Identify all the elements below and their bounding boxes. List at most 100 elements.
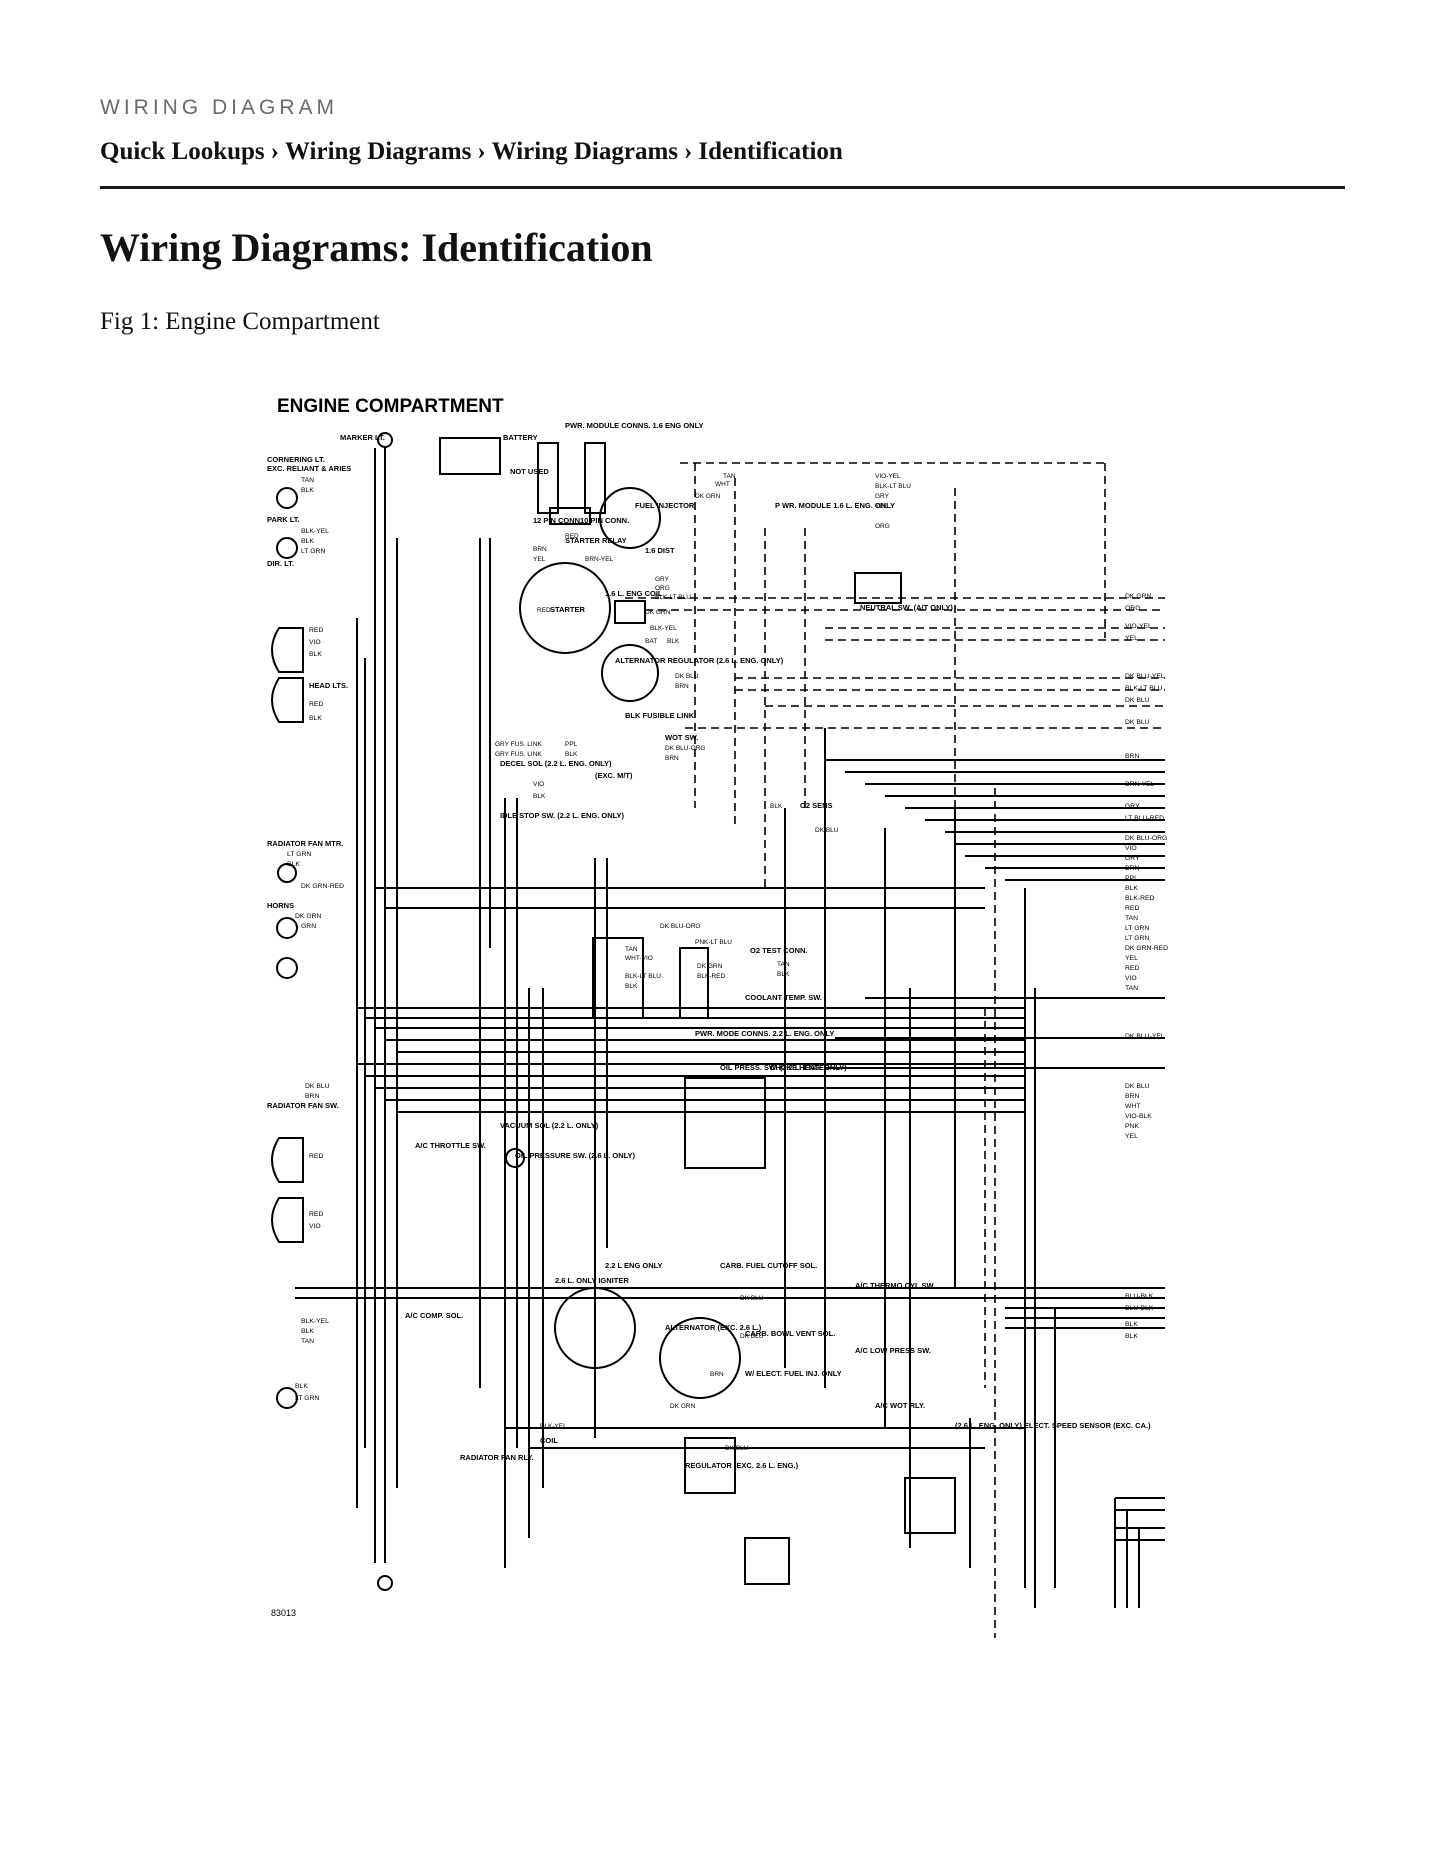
- label-fuel-injector: FUEL INJECTOR: [635, 501, 695, 510]
- label-head-lts: HEAD LTS.: [309, 681, 348, 690]
- wire-label: BLK: [309, 715, 322, 722]
- wire-label: DK BLU-ORG: [660, 923, 700, 930]
- misc-wire-labels: RED BRN YEL BRN-YEL RED GRY ORG BLK-LT B…: [495, 473, 911, 1452]
- wire-label: BRN: [1125, 865, 1139, 872]
- wire-label: BLK-YEL: [540, 1423, 567, 1430]
- wire-label: BRN: [710, 1371, 724, 1378]
- figure-caption: Fig 1: Engine Compartment: [100, 308, 380, 335]
- wire-label: DK BLU-ORG: [1125, 835, 1167, 842]
- section-label: WIRING DIAGRAM: [100, 96, 338, 119]
- breadcrumb-item-identification: Identification: [698, 138, 843, 165]
- wire-label: RED: [309, 1211, 323, 1218]
- diagram-heading: ENGINE COMPARTMENT: [277, 396, 504, 417]
- wire-label: RED: [1125, 905, 1139, 912]
- wire-label: BRN: [533, 546, 547, 553]
- wire-label: GRN: [301, 923, 316, 930]
- label-battery: BATTERY: [503, 433, 538, 442]
- breadcrumb-item-wiring-diagrams[interactable]: Wiring Diagrams: [285, 138, 472, 165]
- wire-label: ORG: [1125, 605, 1140, 612]
- breadcrumb-separator: ›: [684, 138, 693, 165]
- wire-label: BLK: [667, 638, 680, 645]
- label-regulator-exc: REGULATOR (EXC. 2.6 L. ENG.): [685, 1461, 799, 1470]
- wire-label: BLK: [301, 487, 314, 494]
- wire-label: YEL: [533, 556, 546, 563]
- wire-label: BLK-YEL: [301, 528, 329, 535]
- label-starter: STARTER: [550, 605, 585, 614]
- label-neutral-sw: NEUTRAL SW. (A/T ONLY): [860, 603, 953, 612]
- wire-label: VIO: [309, 639, 321, 646]
- wire-label: TAN: [1125, 915, 1138, 922]
- wire-label: BLK: [301, 1328, 314, 1335]
- wire-label: BRN-YEL: [585, 556, 614, 563]
- wire-label: DK GRN-RED: [301, 883, 344, 890]
- wire-label: DK GRN: [645, 609, 671, 616]
- wire-label: DK BLU: [740, 1295, 764, 1302]
- wire-label: BLK-LT BLU: [655, 594, 691, 601]
- wire-label: VIO: [533, 781, 544, 788]
- wire-label: LT GRN: [287, 851, 311, 858]
- wire-label: BAT: [645, 638, 657, 645]
- wire-label: WHT-VIO: [625, 955, 653, 962]
- wire-label: LT GRN: [301, 548, 325, 555]
- label-pwr-module-conns: PWR. MODULE CONNS. 1.6 ENG ONLY: [565, 421, 704, 430]
- wire-label: PPL: [1125, 875, 1138, 882]
- label-pwr-module: P WR. MODULE 1.6 L. ENG. ONLY: [775, 501, 895, 510]
- wire-label: GRY FUS. LINK: [495, 751, 542, 758]
- wire-label: YEL: [875, 503, 888, 510]
- wire-label: RED: [565, 533, 579, 540]
- wire-label: BLK: [301, 538, 314, 545]
- wire-label: WHT: [715, 481, 730, 488]
- wire-label: DK BLU: [725, 1445, 749, 1452]
- wire-label: TAN: [723, 473, 736, 480]
- wire-label: BRN: [675, 683, 689, 690]
- breadcrumb-item-wiring-diagrams-2[interactable]: Wiring Diagrams: [491, 138, 679, 165]
- label-elect-fuel-inj: W/ ELECT. FUEL INJ. ONLY: [745, 1369, 842, 1378]
- wire-label: DK BLU: [1125, 1083, 1150, 1090]
- wire-label: BLK: [565, 751, 578, 758]
- wire-label: BRN: [1125, 1093, 1139, 1100]
- wire-label: DK BLU: [740, 1333, 764, 1340]
- label-dist: 1.6 DIST: [645, 546, 675, 555]
- breadcrumb-item-quick-lookups[interactable]: Quick Lookups: [100, 138, 265, 165]
- wire-label: VIO-BLK: [1125, 1113, 1152, 1120]
- wire-label: RED: [309, 701, 323, 708]
- wire-label: GRY: [875, 493, 890, 500]
- label-vacuum-sol: VACUUM SOL (2.2 L. ONLY): [500, 1121, 599, 1130]
- wire-label: LT GRN: [1125, 925, 1149, 932]
- wire-label: VIO: [309, 1223, 321, 1230]
- wire-label: YEL: [1125, 635, 1138, 642]
- label-carb-fuel-cutoff: CARB. FUEL CUTOFF SOL.: [720, 1261, 817, 1270]
- wire-label: BRN: [665, 755, 679, 762]
- wire-label: BLK-LT BLU: [875, 483, 911, 490]
- wire-label: LT GRN: [295, 1395, 319, 1402]
- label-ac-thermo: A/C THERMO CYL SW.: [855, 1281, 935, 1290]
- figure-number: 83013: [271, 1608, 296, 1618]
- wire-label: BLK: [295, 1383, 308, 1390]
- label-idle-stop-sw: IDLE STOP SW. (2.2 L. ENG. ONLY): [500, 811, 625, 820]
- label-carb-bowl-vent: CARB. BOWL VENT SOL.: [745, 1329, 835, 1338]
- wire-label: RED: [309, 1153, 323, 1160]
- wire-label: BLK: [533, 793, 546, 800]
- label-ac-wot-rly: A/C WOT RLY.: [875, 1401, 925, 1410]
- wire-label: TAN: [301, 477, 314, 484]
- wire-label: TAN: [301, 1338, 314, 1345]
- breadcrumb-separator: ›: [270, 138, 279, 165]
- wire-label: YEL: [1125, 1133, 1138, 1140]
- label-choke-heater: CHOKE HEATER: [770, 1063, 830, 1072]
- label-exc-reliant-aries: EXC. RELIANT & ARIES: [267, 464, 351, 473]
- label-alternator-regulator: ALTERNATOR REGULATOR (2.6 L. ENG. ONLY): [615, 656, 784, 665]
- wire-label: RED: [1125, 965, 1139, 972]
- label-igniter: 2.6 L. ONLY IGNITER: [555, 1276, 629, 1285]
- wire-label: DK BLU: [1125, 719, 1150, 726]
- wire-label: GRY: [1125, 803, 1140, 810]
- wire-label: GRY FUS. LINK: [495, 741, 542, 748]
- label-ac-throttle-sw: A/C THROTTLE SW.: [415, 1141, 486, 1150]
- label-decel-sol: DECEL SOL (2.2 L. ENG. ONLY): [500, 759, 612, 768]
- label-pwr-mode-conns: PWR. MODE CONNS. 2.2 L. ENG. ONLY: [695, 1029, 834, 1038]
- wire-label: LT GRN: [1125, 935, 1149, 942]
- wire-label: DK BLU: [675, 673, 699, 680]
- wire-label: TAN: [1125, 985, 1138, 992]
- label-o2-test-conn: O2 TEST CONN.: [750, 946, 808, 955]
- wiring-diagram-figure: ENGINE COMPARTMENT: [265, 388, 1195, 1638]
- wire-label: DK GRN: [1125, 593, 1152, 600]
